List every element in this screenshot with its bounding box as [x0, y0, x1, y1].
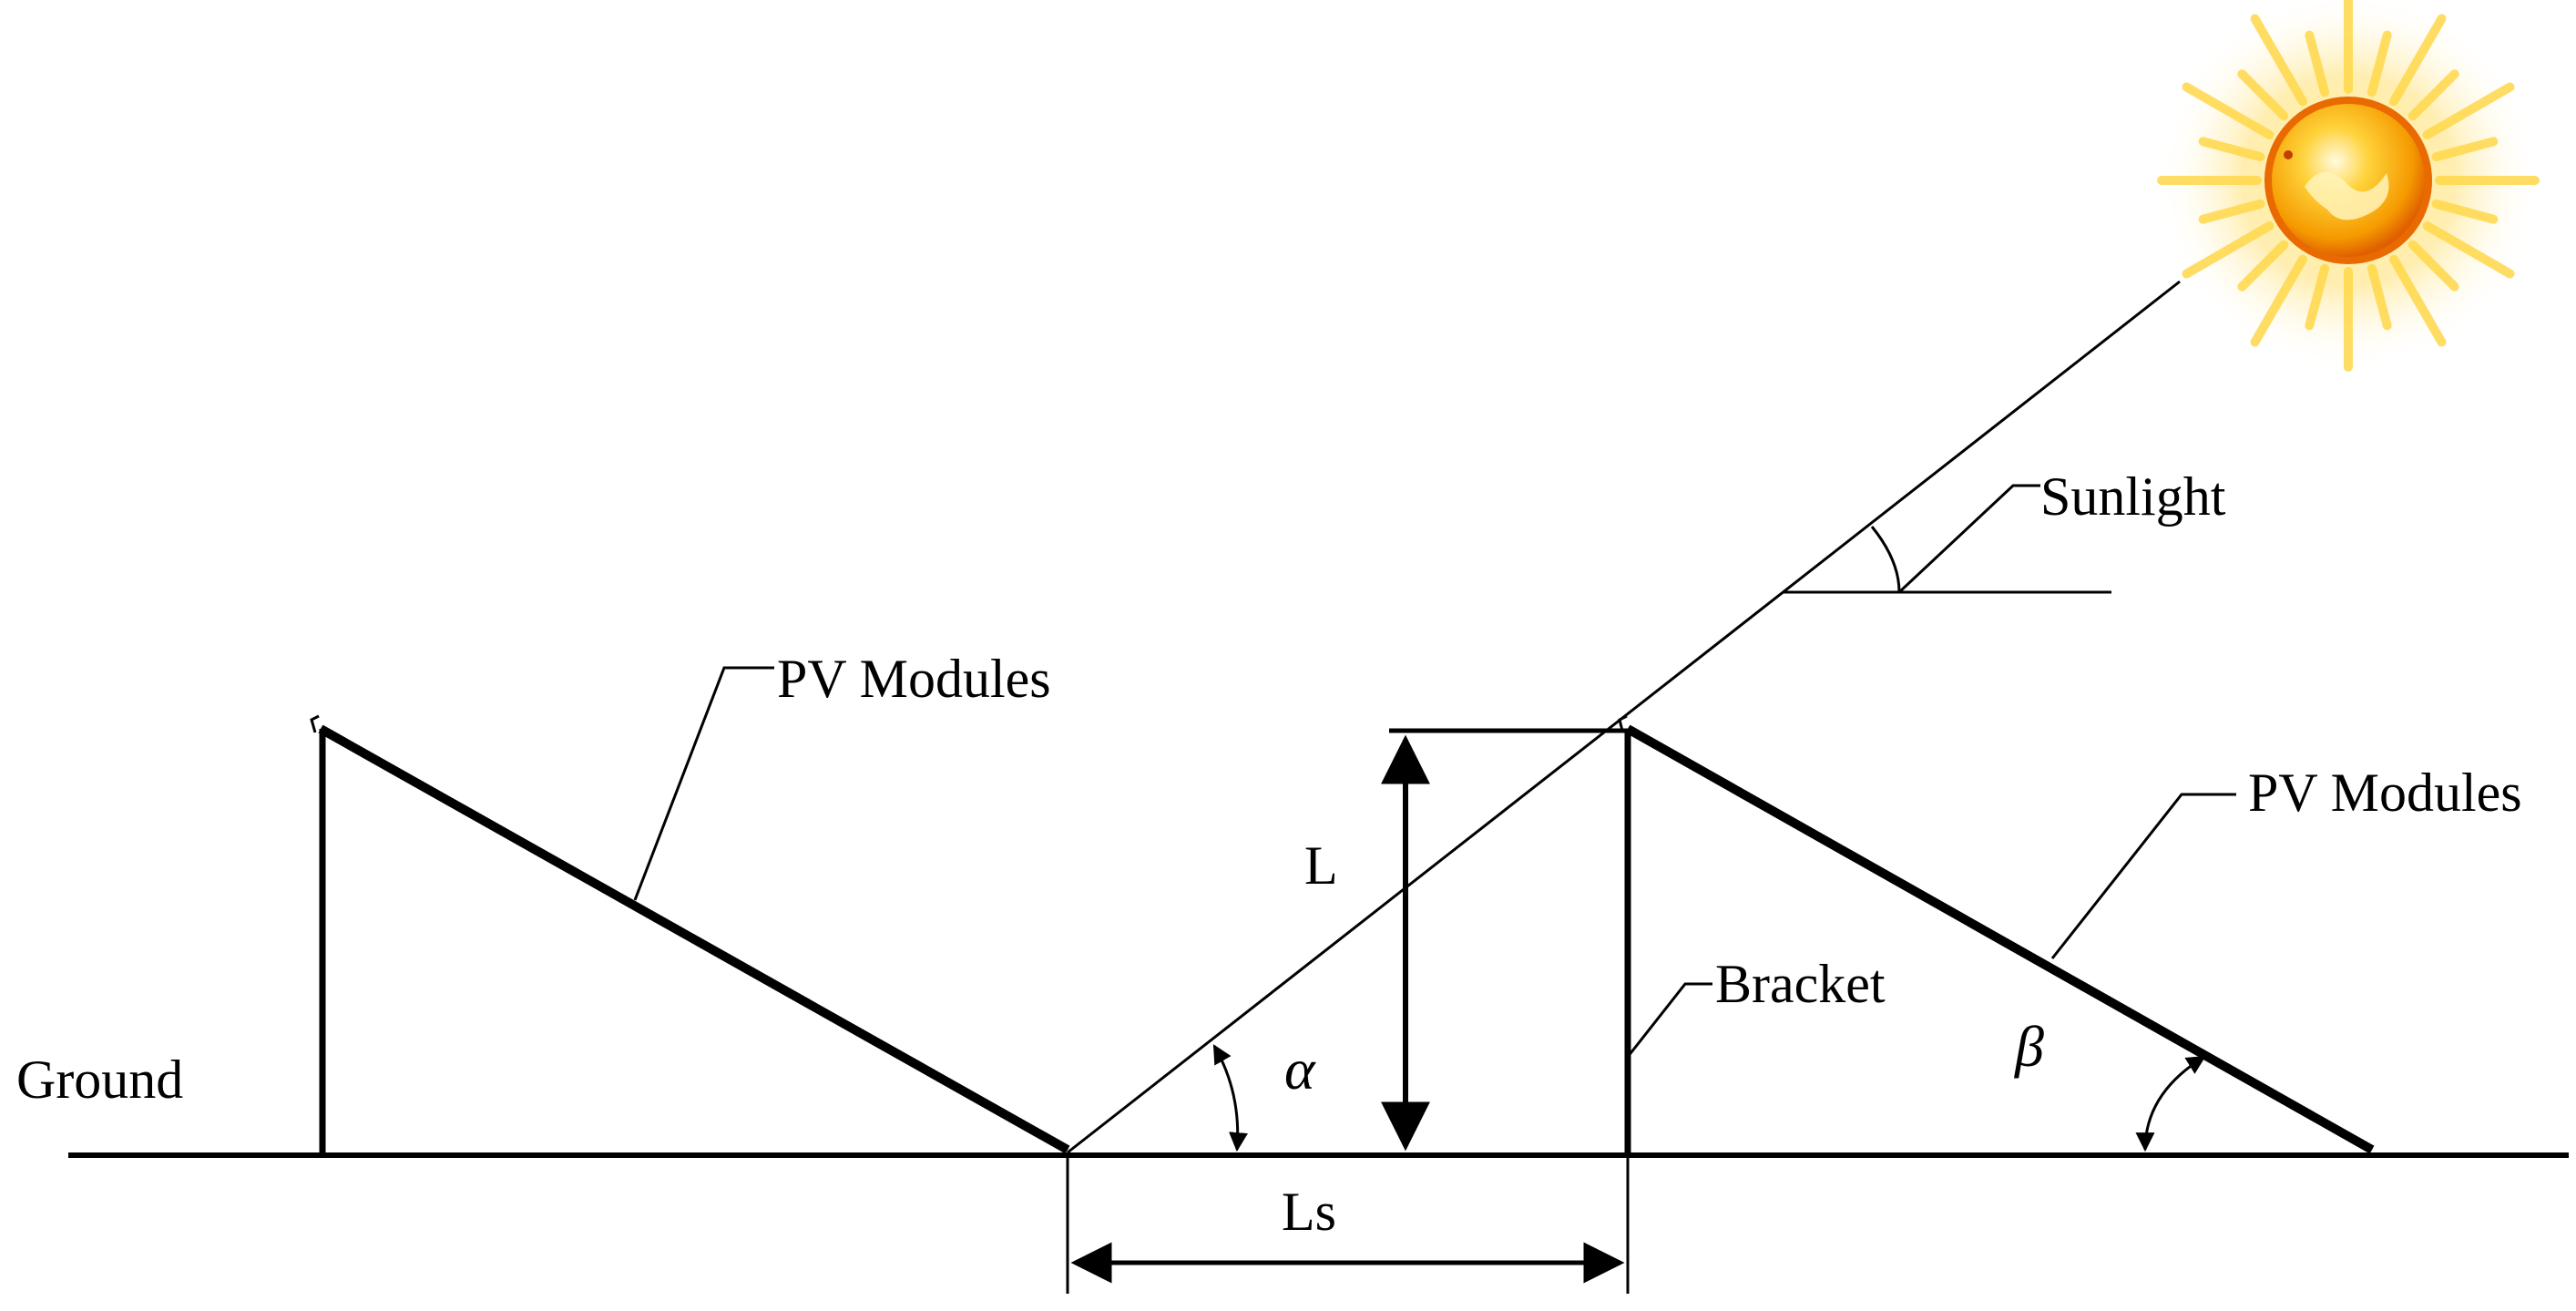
sun-ray — [2407, 69, 2459, 121]
sun-ray — [2305, 30, 2330, 97]
sun-ray — [2407, 240, 2459, 292]
sun-ray — [2389, 254, 2447, 347]
leader-bracket — [1626, 982, 1712, 1058]
sun-ray — [2237, 240, 2289, 292]
pv-row-left — [310, 714, 1070, 1155]
alpha-angle-arc — [1212, 1044, 1248, 1152]
sun-ray — [2237, 69, 2289, 121]
label-ground: Ground — [16, 1050, 183, 1110]
label-pv-modules-left: PV Modules — [777, 649, 1051, 709]
label-alpha: α — [1284, 1037, 1316, 1101]
sun-ray — [2389, 14, 2447, 107]
sun-ray — [2366, 30, 2392, 97]
label-sunlight: Sunlight — [2040, 466, 2226, 527]
sunlight-ray — [1067, 280, 2181, 1154]
sun-ray — [2198, 137, 2265, 162]
sun-ray — [2431, 199, 2499, 224]
sun-ray — [2250, 14, 2307, 107]
sun-ray — [2422, 82, 2515, 139]
pv-row-right — [1618, 714, 2375, 1155]
label-height: L — [1304, 835, 1338, 896]
sun-ray — [2305, 263, 2330, 331]
sun-icon — [2157, 0, 2540, 372]
leader-pv-modules-left — [633, 666, 774, 901]
sun-ray — [2182, 82, 2274, 139]
sun-ray — [2250, 254, 2307, 347]
sun-angle-arc — [1870, 526, 1901, 593]
sun-ray — [2431, 137, 2499, 162]
sun-ray — [2366, 263, 2392, 331]
label-beta: β — [2013, 1014, 2044, 1079]
sun-ray — [2422, 221, 2515, 279]
beta-angle-arc — [2135, 1055, 2206, 1152]
label-pv-modules-right: PV Modules — [2248, 763, 2522, 823]
label-bracket: Bracket — [1715, 954, 1886, 1014]
leader-pv-modules-right — [2050, 793, 2236, 959]
sun-ray — [2182, 221, 2274, 279]
leader-sunlight — [1897, 484, 2040, 594]
label-spacing: Ls — [1282, 1182, 1336, 1242]
sun-ray — [2198, 199, 2265, 224]
